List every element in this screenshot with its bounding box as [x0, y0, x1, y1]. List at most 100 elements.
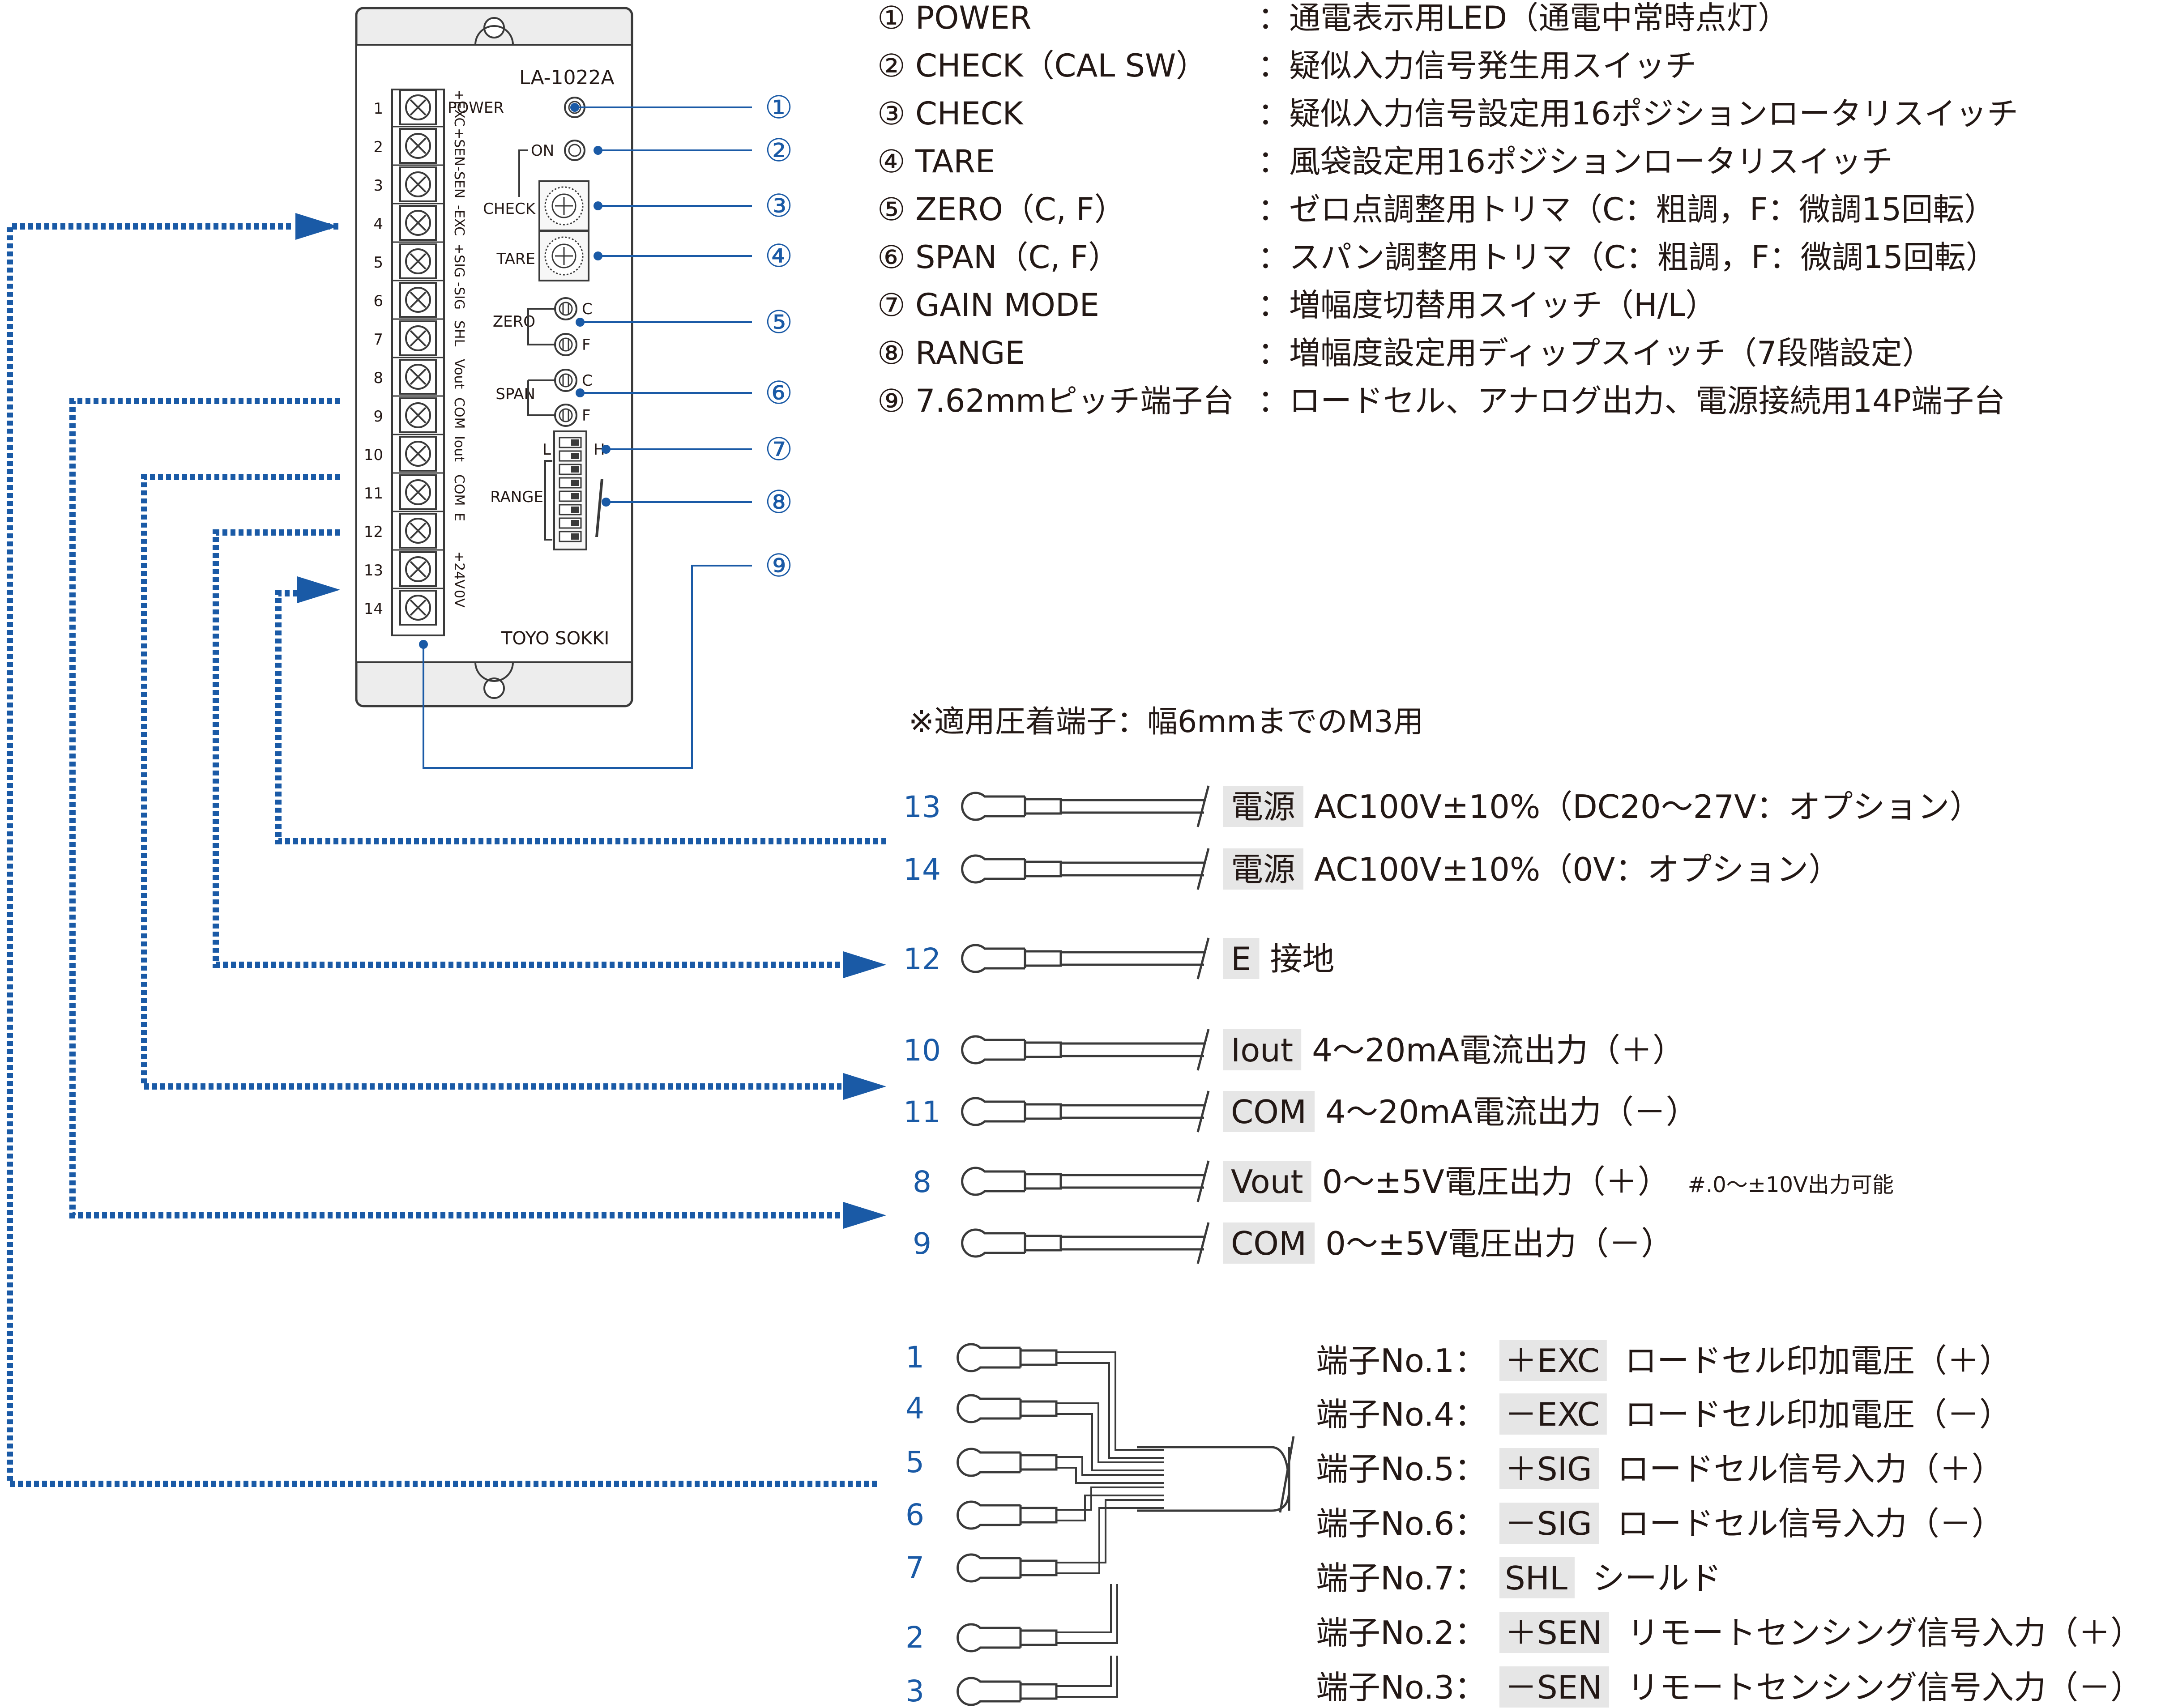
terminal-number: 9 — [373, 408, 383, 426]
terminal-screw-icon[interactable] — [399, 166, 437, 202]
connection-tag-label: E — [1231, 940, 1251, 978]
terminal-screw-icon[interactable] — [399, 282, 437, 318]
loadcell-signal-tag-label: ＋SEN — [1505, 1614, 1602, 1652]
connection-description: 0～±5V電圧出力（＋） — [1322, 1163, 1670, 1201]
terminal-screw-icon[interactable] — [399, 359, 437, 395]
legend-item-desc: ：疑似入力信号発生用スイッチ — [1258, 47, 1696, 84]
range-dip-label: RANGE — [490, 488, 543, 506]
terminal-number: 3 — [373, 177, 383, 195]
terminal-screw-icon[interactable] — [399, 128, 437, 164]
loadcell-signal-tag-label: －SIG — [1505, 1505, 1592, 1542]
span-fine-trimmer-icon[interactable] — [554, 404, 577, 427]
crimp-terminal-icon — [958, 1678, 1056, 1705]
terminal-signal-labels: +EXC+SEN-SEN-EXC+SIG-SIGSHLVoutCOMIoutCO… — [451, 89, 467, 608]
earth-route — [213, 529, 841, 968]
power-route-arrow-icon — [297, 576, 340, 603]
terminal-screw-icon[interactable] — [399, 590, 437, 626]
legend-item-name: ⑤ ZERO（C, F） — [877, 191, 1126, 228]
connection-extra-note: #.0～±10V出力可能 — [1688, 1172, 1894, 1197]
legend-item-desc: ：増幅度設定用ディップスイッチ（7段階設定） — [1258, 335, 1934, 371]
connection-description: AC100V±10%（DC20～27V：オプション） — [1314, 788, 1982, 826]
loadcell-signal-tag: －EXC — [1499, 1393, 1607, 1435]
current-route-arrow-icon — [843, 1073, 886, 1100]
loadcell-row-description: ロードセル印加電圧（＋） — [1625, 1342, 2011, 1380]
loadcell-signal-tag: SHL — [1499, 1557, 1575, 1598]
terminal-screw-icon[interactable] — [399, 551, 437, 587]
callout-number: ① — [765, 89, 793, 126]
voltage-route — [69, 398, 841, 1218]
tare-rotary-label: TARE — [496, 250, 536, 268]
crimp-terminal-icon — [958, 1555, 1056, 1581]
loadcell-signal-tag-label: ＋EXC — [1505, 1342, 1600, 1380]
power-led-label: POWER — [448, 99, 504, 117]
callout-lines — [419, 103, 752, 769]
voltage-route-arrow-icon — [843, 1202, 886, 1229]
terminal-signal-label: Iout — [451, 436, 467, 462]
zero-coarse-trimmer-icon[interactable] — [554, 297, 577, 320]
connection-tag: Vout — [1223, 1161, 1311, 1202]
span-coarse-trimmer-icon[interactable] — [554, 369, 577, 392]
dip-switch-knob — [571, 439, 579, 446]
crimp-terminal-icon — [958, 1502, 1056, 1529]
connection-terminal-number: 14 — [903, 852, 941, 887]
terminal-number: 12 — [364, 523, 383, 541]
crimp-terminal-icon — [962, 1168, 1061, 1195]
loadcell-signal-tag-label: －SEN — [1505, 1669, 1602, 1706]
legend-item-desc: ：増幅度切替用スイッチ（H/L） — [1258, 287, 1717, 324]
loadcell-signal-tag-label: ＋SIG — [1505, 1450, 1592, 1488]
terminal-number: 13 — [364, 562, 383, 579]
loadcell-row-label: 端子No.7： — [1316, 1559, 1486, 1597]
check-rotary-switch-icon[interactable] — [538, 180, 589, 231]
terminal-number: 5 — [373, 254, 383, 272]
terminal-signal-label: -SEN — [451, 166, 467, 198]
connection-tag-label: COM — [1231, 1093, 1307, 1131]
connection-terminal-number: 13 — [903, 790, 941, 824]
terminal-signal-label: SHL — [451, 320, 467, 347]
terminal-screw-icon[interactable] — [399, 205, 437, 241]
dip-switch-knob — [571, 480, 579, 486]
terminal-screw-icon[interactable] — [399, 89, 437, 125]
brand-label: TOYO SOKKI — [501, 628, 609, 649]
crimp-terminal-icon — [962, 856, 1061, 882]
loadcell-row-description: ロードセル印加電圧（－） — [1625, 1396, 2011, 1433]
callout-number: ③ — [765, 187, 793, 224]
crimp-terminal-icon — [958, 1624, 1056, 1651]
connection-tag: COM — [1223, 1222, 1315, 1264]
terminal-signal-label: -EXC — [451, 205, 467, 236]
connection-terminal-number: 9 — [913, 1227, 931, 1261]
legend-item-desc: ：通電表示用LED（通電中常時点灯） — [1258, 0, 1789, 36]
zero-fine-trimmer-icon[interactable] — [554, 333, 577, 356]
callout-number: ⑨ — [765, 547, 793, 584]
callout-number: ⑥ — [765, 375, 793, 411]
loadcell-terminal-number: 3 — [905, 1674, 924, 1708]
tare-rotary-switch-icon[interactable] — [538, 230, 589, 281]
terminal-screw-icon[interactable] — [399, 243, 437, 279]
loadcell-terminal-number: 1 — [905, 1340, 924, 1375]
loadcell-row-description: ロードセル信号入力（＋） — [1617, 1450, 2004, 1488]
terminal-screw-icon[interactable] — [399, 513, 437, 549]
loadcell-terminal-number: 6 — [905, 1498, 924, 1532]
crimp-terminal-icon — [962, 945, 1061, 972]
current-route — [141, 474, 841, 1090]
terminal-signal-label: COM — [451, 397, 467, 429]
terminal-screw-icon[interactable] — [399, 397, 437, 433]
power-route — [275, 590, 886, 844]
mount-hole-top — [474, 17, 514, 45]
terminal-screw-icon[interactable] — [399, 436, 437, 472]
connection-tag: E — [1223, 938, 1260, 979]
callout-number: ② — [765, 132, 793, 169]
connection-tag: 電源 — [1223, 848, 1304, 890]
loadcell-row-description: シールド — [1593, 1559, 1721, 1597]
loadcell-row-label: 端子No.2： — [1316, 1614, 1486, 1652]
loadcell-row-label: 端子No.1： — [1316, 1342, 1486, 1380]
legend-item-name: ① POWER — [877, 0, 1031, 36]
terminal-screw-icon[interactable] — [399, 320, 437, 356]
check-switch-icon[interactable] — [564, 140, 585, 161]
terminal-screw-icon[interactable] — [399, 474, 437, 510]
routing-lines — [7, 213, 886, 1487]
legend-item-desc: ：疑似入力信号設定用16ポジションロータリスイッチ — [1258, 95, 2018, 132]
terminal-signal-label: +SIG — [451, 243, 467, 277]
dip-switch-knob — [571, 520, 579, 526]
